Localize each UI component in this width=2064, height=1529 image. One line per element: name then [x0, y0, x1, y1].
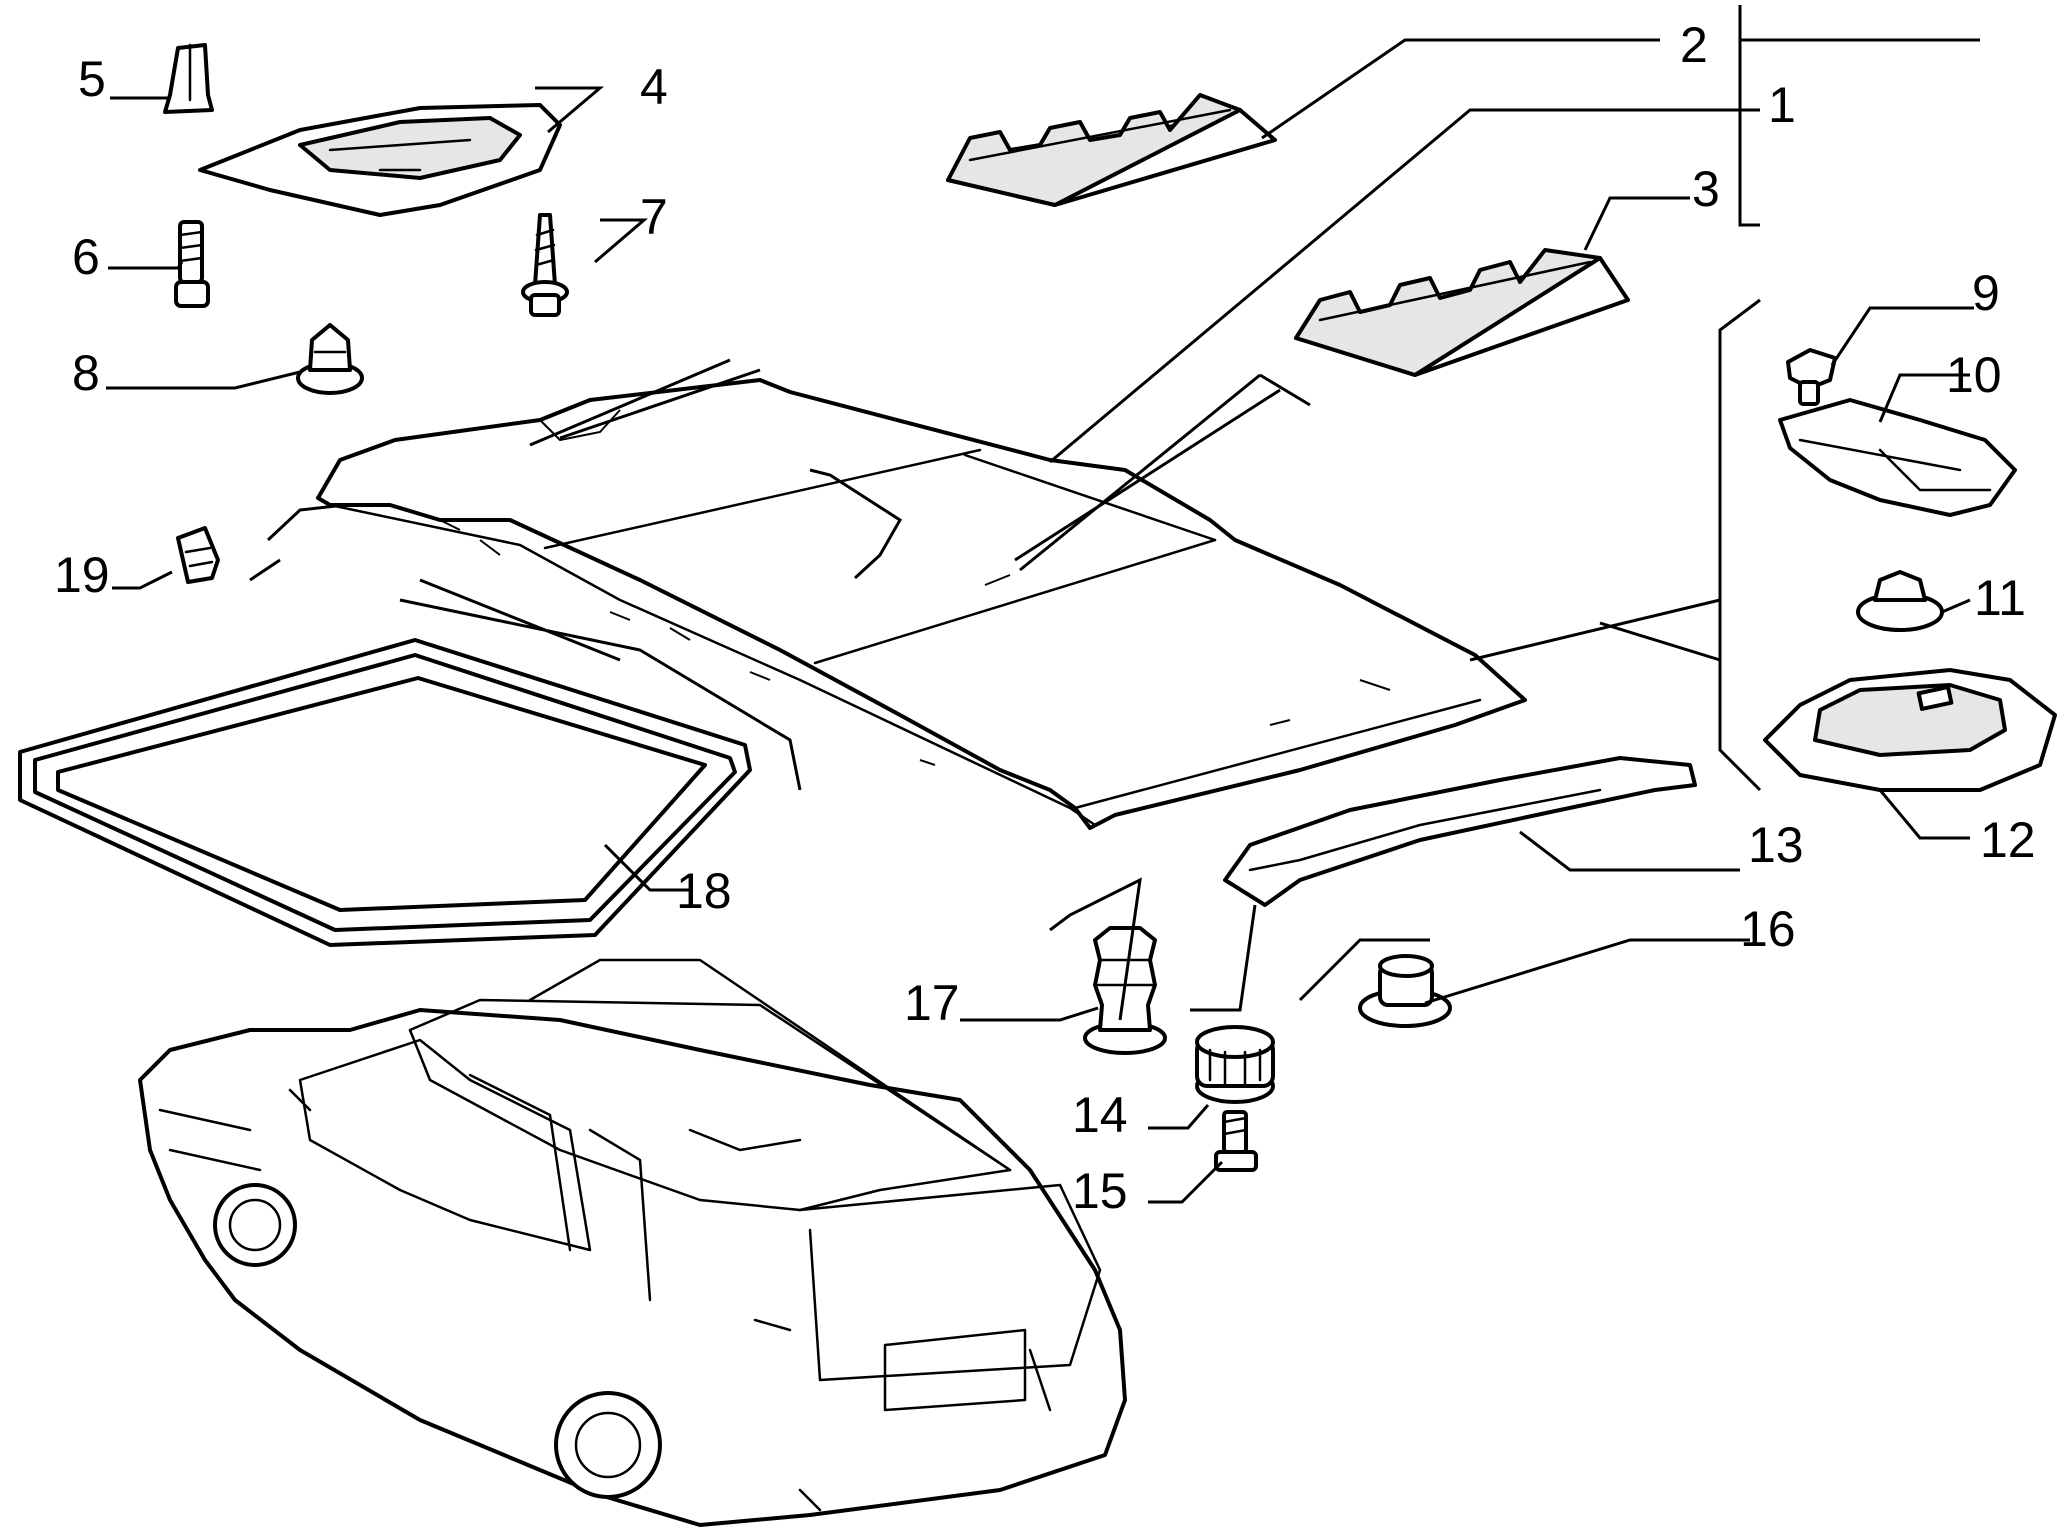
plug-part-16 — [1358, 954, 1452, 1028]
clip-part-5 — [163, 43, 214, 114]
lamp-part-12 — [1763, 668, 2057, 792]
callout-17: 17 — [904, 975, 960, 1031]
screw-part-15 — [1214, 1110, 1258, 1172]
callout-12: 12 — [1980, 812, 2036, 868]
callout-16: 16 — [1740, 901, 1796, 957]
callout-labels: 1 2 3 4 5 6 7 8 9 10 11 12 13 14 15 16 1… — [54, 17, 2036, 1219]
callout-1: 1 — [1768, 77, 1796, 133]
callout-7: 7 — [640, 189, 668, 245]
callout-15: 15 — [1072, 1163, 1128, 1219]
callout-10: 10 — [1946, 347, 2002, 403]
tray-part-3 — [1294, 248, 1630, 377]
callout-4: 4 — [640, 59, 668, 115]
screw-part-6 — [174, 220, 210, 308]
callout-3: 3 — [1692, 161, 1720, 217]
bracket-part-10 — [1778, 398, 2017, 517]
lamp-housing-part-4 — [198, 103, 562, 217]
clip-part-11 — [1856, 570, 1944, 632]
screw-part-7 — [521, 213, 569, 317]
callout-6: 6 — [72, 229, 100, 285]
trim-part-13 — [1223, 756, 1697, 907]
callout-13: 13 — [1748, 817, 1804, 873]
push-clip-part-8 — [296, 323, 364, 395]
leader-lines — [106, 5, 1980, 1204]
seal-frame-part-18 — [18, 638, 752, 947]
callout-9: 9 — [1972, 265, 2000, 321]
headliner-panel — [316, 378, 1527, 830]
clip-part-19 — [176, 526, 220, 584]
callout-11: 11 — [1974, 570, 2026, 626]
clip-part-9 — [1786, 348, 1837, 406]
tray-part-2 — [946, 93, 1277, 207]
callout-2: 2 — [1680, 17, 1708, 73]
station-wagon-illustration — [138, 958, 1127, 1527]
callout-5: 5 — [78, 51, 106, 107]
knob-part-14 — [1195, 1025, 1275, 1104]
callout-18: 18 — [676, 863, 732, 919]
callout-14: 14 — [1072, 1087, 1128, 1143]
callout-8: 8 — [72, 345, 100, 401]
callout-19: 19 — [54, 547, 110, 603]
